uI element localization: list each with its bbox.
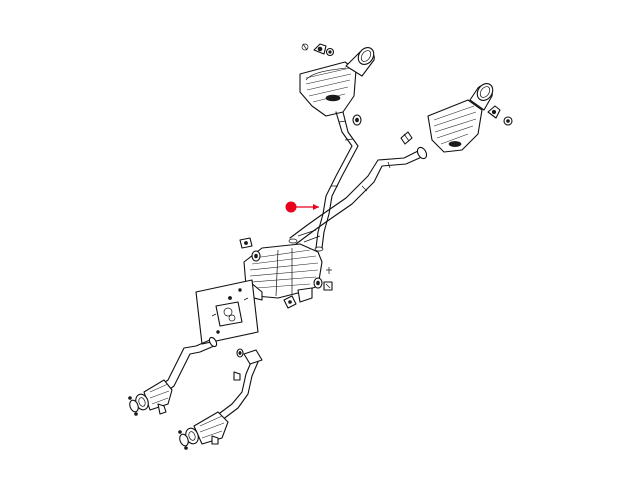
left-rear-muffler[interactable] [299, 61, 357, 117]
center-bolt[interactable] [323, 281, 333, 291]
right-front-pipe[interactable] [215, 349, 263, 421]
center-isolator-left[interactable] [251, 250, 261, 262]
left-front-pipe[interactable] [159, 336, 218, 393]
hardware-kit-inset[interactable] [195, 279, 259, 345]
right-catalytic-converter[interactable] [184, 411, 229, 446]
hanger-isolator-upper[interactable] [352, 114, 362, 126]
left-oxygen-sensor[interactable] [157, 403, 167, 415]
right-muffler-clamp[interactable] [400, 131, 413, 145]
right-rear-muffler[interactable] [427, 99, 483, 153]
right-front-gasket[interactable] [178, 430, 190, 450]
callout-marker[interactable] [285, 201, 297, 213]
center-isolator-right[interactable] [313, 277, 323, 289]
left-exhaust-tip[interactable] [345, 45, 377, 77]
right-tail-pipe[interactable] [319, 146, 428, 223]
right-oxygen-sensor[interactable] [211, 371, 241, 445]
left-front-gasket[interactable] [128, 396, 140, 416]
right-upper-flange[interactable] [236, 348, 244, 358]
upper-bolt[interactable] [326, 267, 332, 274]
left-hanger-isolator[interactable] [325, 47, 335, 57]
right-hanger-bracket[interactable] [487, 105, 501, 119]
left-catalytic-converter[interactable] [134, 379, 173, 412]
left-hanger-bracket[interactable] [301, 43, 327, 55]
right-hanger-isolator[interactable] [503, 116, 513, 126]
lower-hanger-clamp[interactable] [283, 295, 297, 309]
x-pipe-crossover[interactable] [288, 213, 330, 252]
right-exhaust-tip[interactable] [469, 81, 496, 111]
left-tail-pipe[interactable] [322, 111, 359, 215]
center-hanger-bracket-left[interactable] [239, 237, 253, 249]
